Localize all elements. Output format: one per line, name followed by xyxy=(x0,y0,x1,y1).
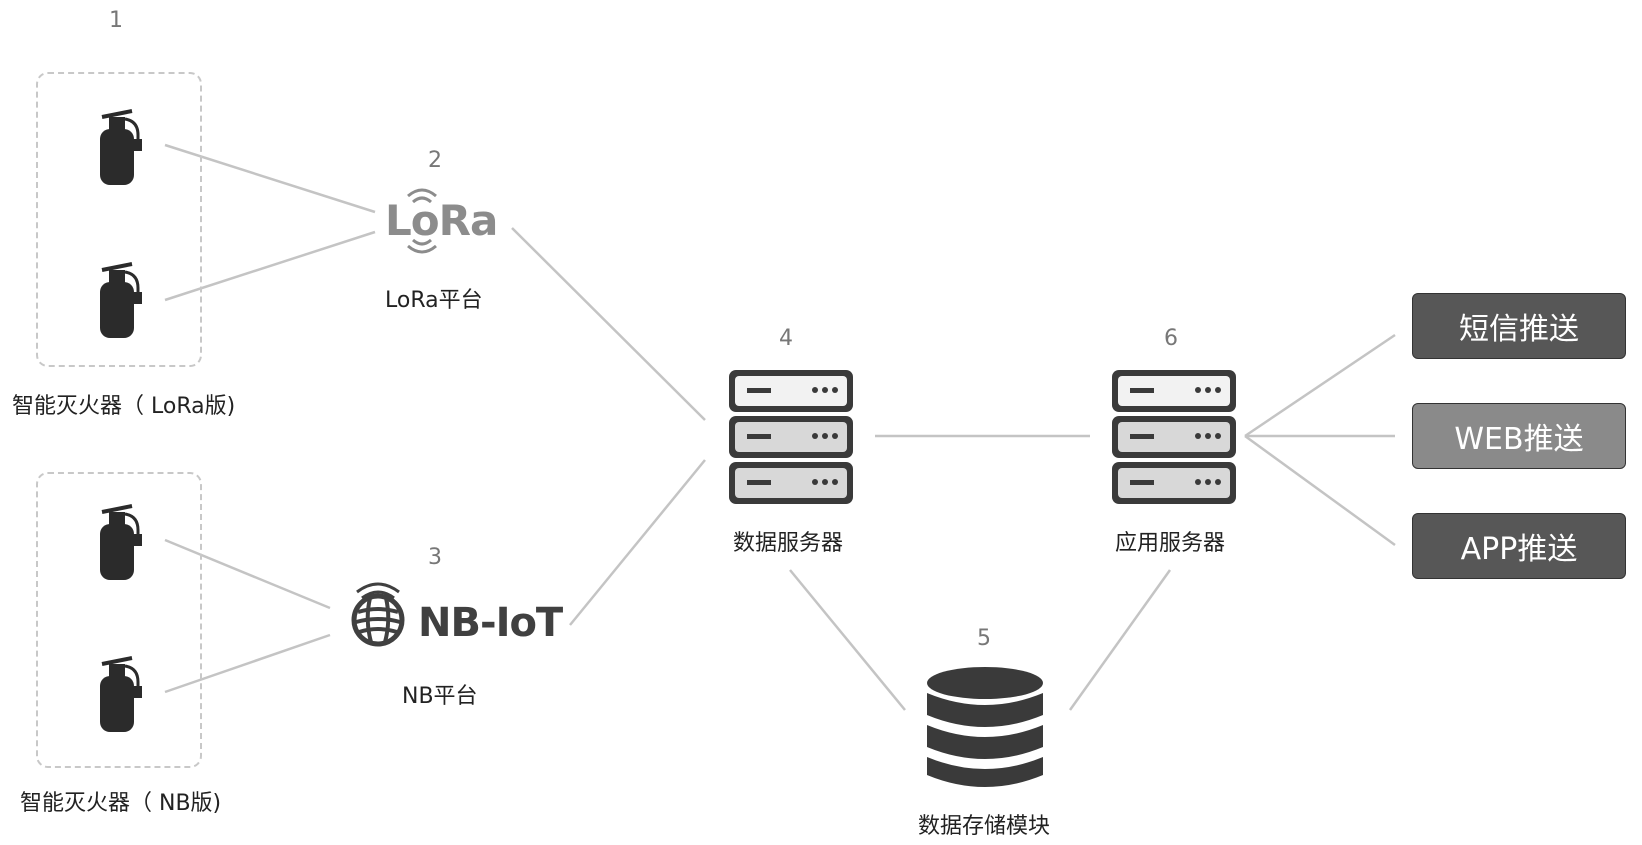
app-push-button[interactable]: APP推送 xyxy=(1412,513,1626,579)
nb-extinguisher-label: 智能灭火器（ NB版) xyxy=(20,791,222,816)
line-lora-dataserver xyxy=(511,227,706,421)
lora-logo: LoRa xyxy=(385,196,498,245)
fire-extinguisher-icon xyxy=(100,656,142,732)
nb-platform-label: NB平台 xyxy=(402,684,478,709)
line-app-sms xyxy=(1244,333,1396,438)
database-icon xyxy=(927,667,1043,787)
lora-platform-label: LoRa平台 xyxy=(385,288,483,313)
node-number-2: 2 xyxy=(428,148,442,173)
line-ext3-nb xyxy=(164,538,331,610)
app-server-label: 应用服务器 xyxy=(1115,531,1226,556)
node-number-1: 1 xyxy=(109,8,123,33)
sms-push-button[interactable]: 短信推送 xyxy=(1412,293,1626,359)
storage-label: 数据存储模块 xyxy=(918,814,1051,839)
fire-extinguisher-icon xyxy=(100,262,142,338)
node-number-3: 3 xyxy=(428,545,442,570)
line-storage-appserver xyxy=(1068,569,1172,711)
node-number-6: 6 xyxy=(1164,326,1178,351)
nb-iot-globe-icon xyxy=(351,582,405,647)
line-ext4-nb xyxy=(164,633,331,694)
node-number-4: 4 xyxy=(779,326,793,351)
lora-extinguisher-label: 智能灭火器（ LoRa版) xyxy=(12,394,236,419)
data-server-label: 数据服务器 xyxy=(733,531,844,556)
node-number-5: 5 xyxy=(977,626,991,651)
line-app-app xyxy=(1244,434,1396,547)
line-nb-dataserver xyxy=(569,459,706,626)
nb-extinguisher-group xyxy=(36,472,202,768)
fire-extinguisher-icon xyxy=(100,504,142,580)
web-push-button[interactable]: WEB推送 xyxy=(1412,403,1626,469)
line-dataserver-storage xyxy=(789,569,906,711)
fire-extinguisher-icon xyxy=(100,109,142,185)
lora-signal-icon xyxy=(407,188,437,254)
server-icon xyxy=(1112,370,1236,504)
server-icon xyxy=(729,370,853,504)
lora-extinguisher-group xyxy=(36,72,202,367)
nb-iot-logo: NB-IoT xyxy=(418,600,563,646)
